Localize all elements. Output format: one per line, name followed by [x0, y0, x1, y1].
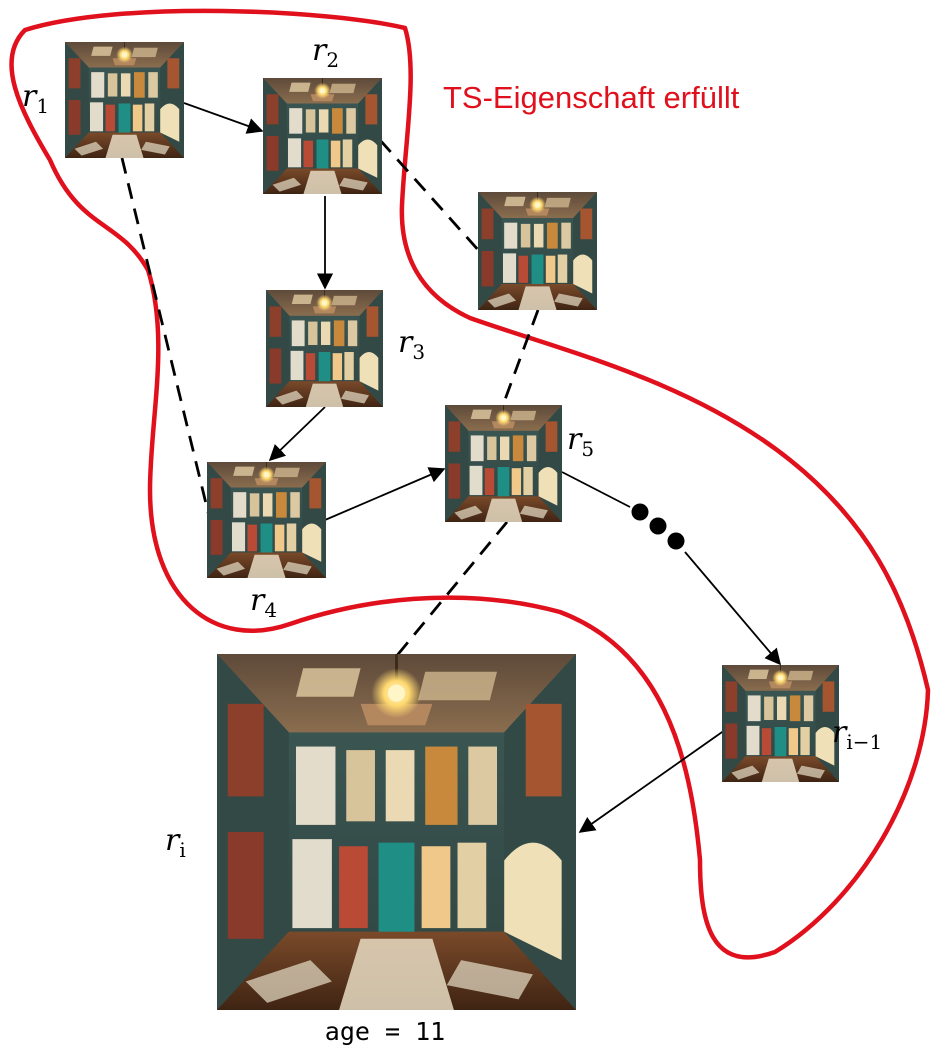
edge-r1-r2-arrow	[183, 102, 264, 134]
ts-region-outline	[9, 8, 931, 960]
age-caption: age = 11	[325, 1017, 445, 1046]
edge-r5-ellipsis	[561, 471, 631, 508]
label-r4: r4	[250, 583, 277, 622]
room-image-r5	[444, 404, 563, 523]
edge-r5-ri-dashed	[393, 521, 509, 659]
edge-r3-r4-arrow	[268, 406, 326, 462]
label-r-i: ri	[165, 823, 186, 862]
room-image-r4	[206, 461, 327, 579]
ts-property-label: TS-Eigenschaft erfüllt	[443, 80, 740, 115]
room-image-r1	[64, 41, 185, 159]
arrow-edges	[183, 102, 782, 833]
edge-r2-unlabeled-dashed	[378, 139, 482, 253]
dashed-edges	[120, 139, 540, 659]
room-image-unlabeled	[477, 191, 598, 311]
room-image-r-i-minus-1	[721, 664, 840, 783]
room-image-r3	[265, 289, 384, 408]
label-r3: r3	[398, 325, 425, 364]
edge-r1-r4-dashed	[120, 157, 212, 521]
label-r-i-minus-1: ri−1	[832, 715, 882, 754]
edge-r4-r5-arrow	[324, 467, 446, 521]
edge-unlabeled-r5-dashed	[501, 309, 540, 406]
edge-ri-1-ri-arrow	[578, 729, 726, 833]
label-r2: r2	[312, 33, 339, 72]
ellipsis-dots	[631, 503, 685, 550]
room-image-r2	[262, 77, 383, 195]
label-r5: r5	[567, 422, 594, 461]
room-image-r-i	[215, 652, 578, 1012]
edge-ellipsis-ri-1-arrow	[684, 551, 782, 666]
label-r1: r1	[22, 79, 49, 118]
